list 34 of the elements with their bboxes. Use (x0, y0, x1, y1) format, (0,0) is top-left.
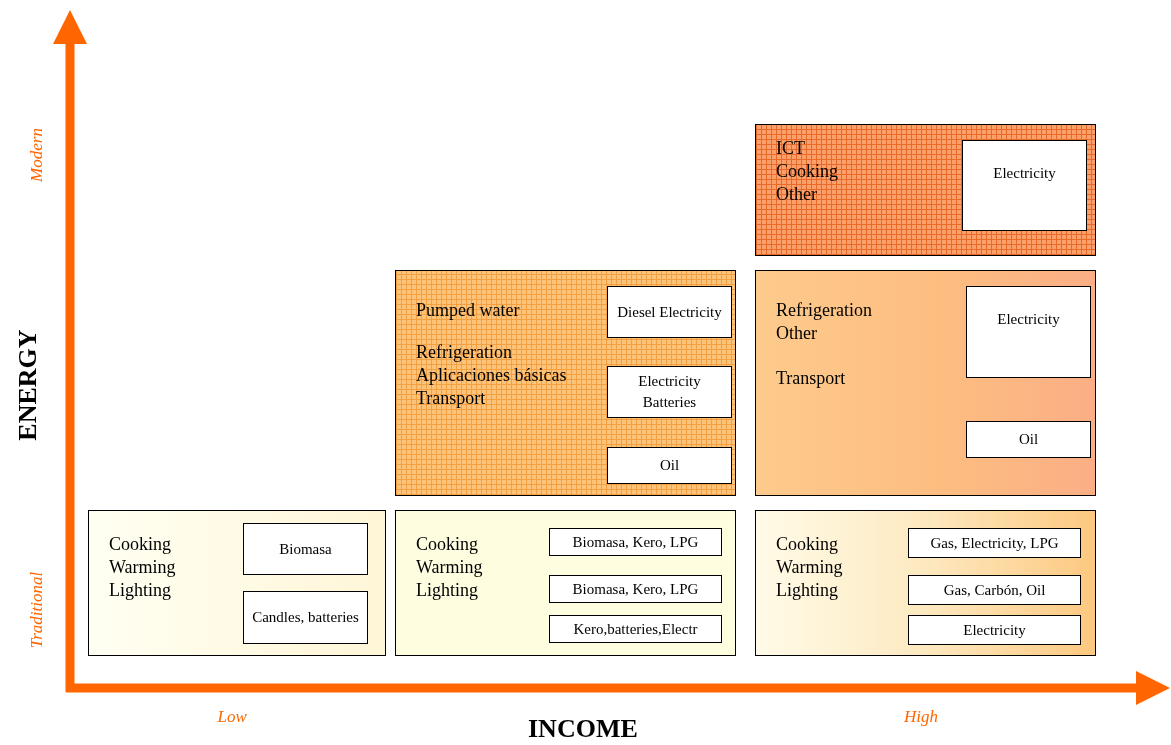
energy-use-list: Transport (776, 367, 896, 390)
axis-title: ENERGY (12, 329, 43, 441)
fuel-box: Electricity (908, 615, 1081, 645)
fuel-box: Diesel Electricity (607, 286, 732, 338)
fuel-box: Biomasa, Kero, LPG (549, 575, 722, 603)
energy-use-list: Cooking Warming Lighting (416, 533, 506, 602)
fuel-box: Oil (966, 421, 1091, 458)
energy-use-list: Cooking Warming Lighting (776, 533, 866, 602)
fuel-box: Electricity (962, 140, 1087, 231)
axis-tick-label: Modern (26, 128, 47, 182)
fuel-box: Biomasa, Kero, LPG (549, 528, 722, 556)
axis-tick-label: Low (217, 707, 247, 727)
fuel-box: Kero,batteries,Electr (549, 615, 722, 643)
fuel-box: Candles, batteries (243, 591, 368, 644)
axis-title: INCOME (528, 714, 638, 744)
fuel-box: Electricity (966, 286, 1091, 378)
energy-use-list: Refrigeration Other (776, 299, 896, 345)
energy-use-list: Refrigeration Aplicaciones básicas Transport (416, 341, 596, 410)
energy-use-panel (395, 270, 736, 496)
axis-tick-label: High (904, 707, 938, 727)
energy-use-panel (755, 124, 1096, 256)
fuel-box: Electricity Batteries (607, 366, 732, 418)
energy-use-list: Pumped water (416, 299, 596, 322)
energy-use-panel (755, 510, 1096, 656)
energy-use-list: ICT Cooking Other (776, 137, 866, 206)
axis-tick-label: Traditional (26, 571, 47, 649)
fuel-box: Gas, Electricity, LPG (908, 528, 1081, 558)
fuel-box: Biomasa (243, 523, 368, 575)
fuel-box: Gas, Carbón, Oil (908, 575, 1081, 605)
energy-use-list: Cooking Warming Lighting (109, 533, 199, 602)
energy-use-panel (755, 270, 1096, 496)
fuel-box: Oil (607, 447, 732, 484)
energy-use-panel (395, 510, 736, 656)
energy-use-panel (88, 510, 386, 656)
